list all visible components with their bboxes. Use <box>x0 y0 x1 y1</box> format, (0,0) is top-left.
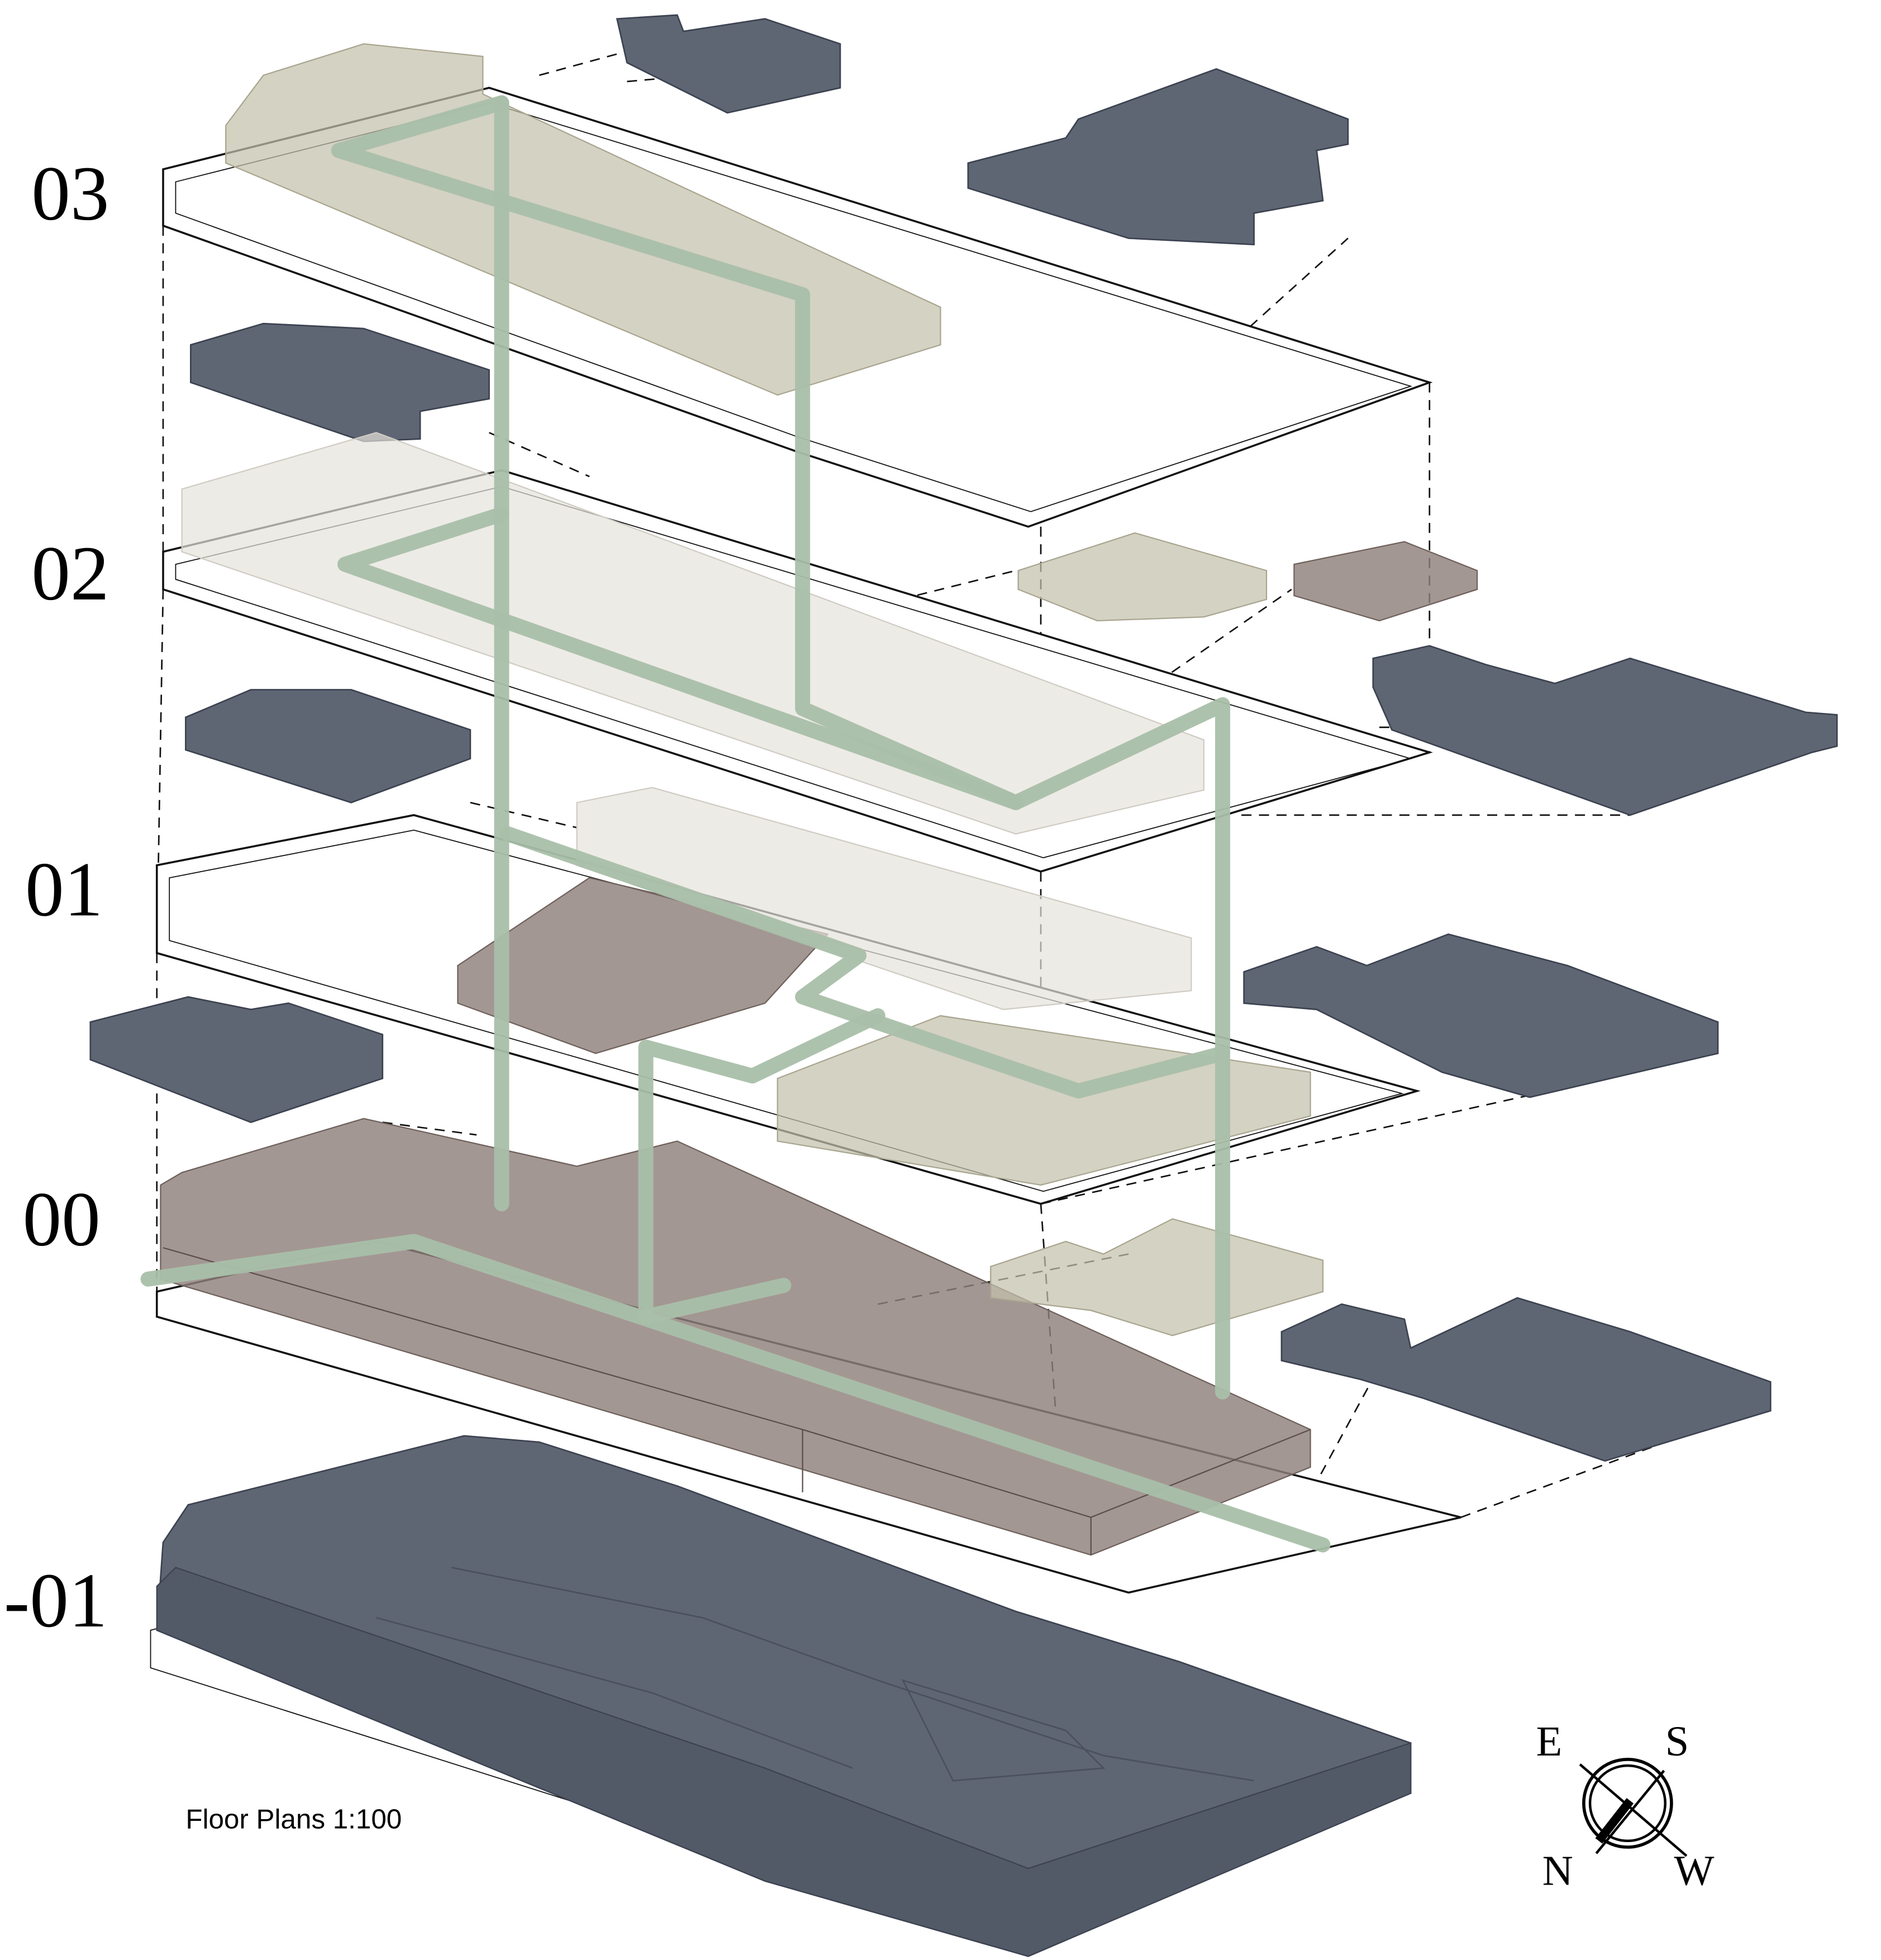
context-building <box>89 996 384 1124</box>
compass-icon: E S N W <box>1536 1718 1715 1894</box>
route-level-01-branch <box>638 1008 885 1325</box>
drawing-caption: Floor Plans 1:100 <box>185 1804 402 1834</box>
route-level-00 <box>140 1234 1331 1553</box>
level-label-01: 01 <box>25 846 103 933</box>
context-building <box>190 322 490 443</box>
first-floor-volume <box>457 877 829 1054</box>
compass-south: S <box>1665 1718 1689 1765</box>
route-level-03 <box>331 95 1230 1400</box>
level-minus01-plan <box>150 1435 1412 1957</box>
compass-west: W <box>1674 1847 1714 1894</box>
context-building <box>185 689 472 803</box>
second-floor-annex-mauve <box>1293 541 1478 622</box>
route-level-01 <box>500 826 1230 1099</box>
circulation-routes <box>140 95 1331 1553</box>
compass-east: E <box>1536 1718 1563 1765</box>
context-buildings <box>89 14 1838 1462</box>
level-label-03: 03 <box>31 151 109 237</box>
context-building <box>1243 933 1719 1098</box>
context-building <box>1280 1297 1772 1462</box>
level-02-plan <box>162 432 1478 873</box>
level-label-minus01: -01 <box>4 1558 107 1644</box>
route-level-02 <box>337 506 1023 810</box>
level-label-02: 02 <box>31 531 109 617</box>
route-level-00-branch <box>638 1278 792 1325</box>
level-label-00: 00 <box>23 1177 101 1263</box>
level-labels: 03 02 01 00 -01 <box>4 151 109 1644</box>
context-building <box>967 68 1349 246</box>
ground-annex-volume <box>990 1218 1324 1336</box>
context-building <box>1372 645 1838 816</box>
context-building <box>616 14 841 114</box>
second-floor-annex-volume <box>1017 532 1268 622</box>
compass-north: N <box>1542 1847 1573 1894</box>
